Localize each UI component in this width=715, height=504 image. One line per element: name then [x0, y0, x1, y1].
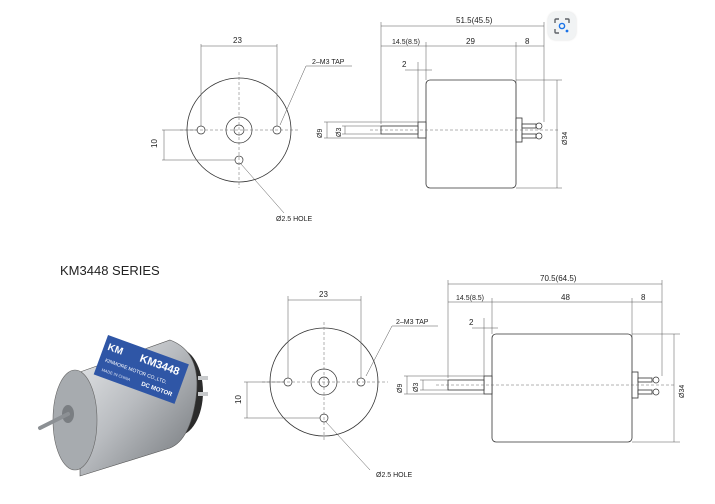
bottom-front-width-label: 23: [319, 290, 328, 299]
bottom-side-view: 70.5(64.5) 14.5(8.5) 48 8 2 Ø9 Ø3 Ø34: [397, 274, 686, 443]
motor-photo: KM KM3448 KINMORE MOTOR CO.,LTD. DC MOTO…: [38, 334, 208, 477]
lens-search-button[interactable]: [548, 12, 576, 40]
top-boss-dia-label: Ø9: [317, 129, 324, 138]
bottom-overall-length-label: 70.5(64.5): [540, 274, 577, 283]
photo-shaft: [38, 412, 70, 430]
bottom-boss-length-label: 2: [469, 318, 474, 327]
top-side-body: [425, 79, 517, 189]
top-shaft-length-label: 14.5(8.5): [392, 39, 420, 46]
bottom-boss-dia-label: Ø9: [397, 384, 404, 393]
top-side-view: 51.5(45.5) 14.5(8.5) 29 8 2 Ø9 Ø3 Ø34: [317, 16, 569, 189]
top-front-view: 23 2–M3 TAP 10 Ø2.5 HOLE: [150, 36, 352, 223]
photo-brand-label: KM: [106, 342, 124, 358]
top-front-width-label: 23: [233, 36, 242, 45]
bottom-tap-label: 2–M3 TAP: [396, 319, 429, 326]
top-overall-length-label: 51.5(45.5): [456, 16, 493, 25]
top-terminal-length-label: 8: [525, 37, 530, 46]
top-tap-label: 2–M3 TAP: [312, 59, 345, 66]
series-title: KM3448 SERIES: [60, 263, 160, 278]
top-hole-label: Ø2.5 HOLE: [276, 216, 313, 223]
top-offset-label: 10: [150, 139, 159, 148]
top-terminal-lower: [521, 133, 537, 139]
photo-label: [93, 334, 189, 404]
bottom-side-body: [491, 333, 633, 443]
bottom-offset-label: 10: [234, 395, 243, 404]
bottom-terminal-upper: [637, 377, 653, 383]
lens-search-icon: [554, 18, 570, 34]
bottom-shaft-dia-label: Ø3: [413, 383, 420, 392]
top-shaft-dia-label: Ø3: [336, 128, 343, 137]
bottom-front-view: 23 2–M3 TAP 10 Ø2.5 HOLE: [234, 290, 438, 479]
bottom-terminal-length-label: 8: [641, 293, 646, 302]
bottom-terminal-lower: [637, 389, 653, 395]
bottom-shaft-length-label: 14.5(8.5): [456, 295, 484, 302]
top-boss-length-label: 2: [402, 60, 407, 69]
bottom-body-dia-label: Ø34: [679, 385, 686, 398]
top-terminal-upper: [521, 123, 537, 129]
bottom-hole-label: Ø2.5 HOLE: [376, 472, 413, 479]
bottom-body-length-label: 48: [561, 293, 570, 302]
top-body-dia-label: Ø34: [562, 132, 569, 145]
top-body-length-label: 29: [466, 37, 475, 46]
